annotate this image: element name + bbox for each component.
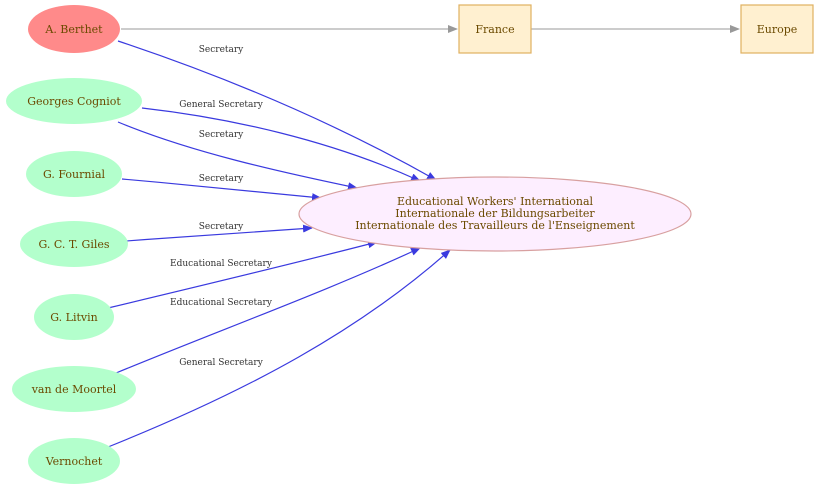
edge-giles-center <box>125 224 313 242</box>
center-line-2: Internationale der Bildungsarbeiter <box>395 207 595 220</box>
center-line-3: Internationale des Travailleurs de l'Ens… <box>355 219 635 232</box>
node-giles[interactable]: G. C. T. Giles <box>20 221 128 267</box>
node-litvin[interactable]: G. Litvin <box>34 294 114 340</box>
edge-label-vernochet: General Secretary <box>179 358 263 368</box>
edge-label-moortel: Educational Secretary <box>170 298 273 308</box>
node-europe[interactable]: Europe <box>740 4 814 54</box>
edge-label-cogniot-2: Secretary <box>199 130 244 140</box>
edge-vernochet-center <box>107 249 451 448</box>
edge-label-cogniot-1: General Secretary <box>179 100 263 110</box>
edge-berthet-center <box>117 40 437 181</box>
edge-label-berthet: Secretary <box>199 45 244 55</box>
node-moortel[interactable]: van de Moortel <box>12 366 136 412</box>
edge-cogniot-center-2 <box>117 121 358 191</box>
svg-text:G. C. T. Giles: G. C. T. Giles <box>38 238 109 251</box>
center-line-1: Educational Workers' International <box>397 195 594 208</box>
svg-text:Europe: Europe <box>757 23 798 36</box>
svg-text:Vernochet: Vernochet <box>45 455 103 468</box>
svg-text:Georges Cogniot: Georges Cogniot <box>27 95 121 108</box>
node-cogniot[interactable]: Georges Cogniot <box>6 78 142 124</box>
edge-label-fournial: Secretary <box>199 174 244 184</box>
edge-fournial-center <box>121 178 322 202</box>
edge-litvin-center <box>107 240 378 309</box>
edge-cogniot-center-1 <box>141 107 421 182</box>
svg-text:A. Berthet: A. Berthet <box>44 23 103 36</box>
node-fournial[interactable]: G. Fournial <box>26 151 122 197</box>
svg-text:van de Moortel: van de Moortel <box>31 383 117 396</box>
edge-label-giles: Secretary <box>199 222 244 232</box>
node-france[interactable]: France <box>458 4 532 54</box>
node-center[interactable]: Educational Workers' International Inter… <box>298 176 692 252</box>
svg-text:G. Fournial: G. Fournial <box>43 168 106 181</box>
edge-label-litvin: Educational Secretary <box>170 259 273 269</box>
svg-text:G. Litvin: G. Litvin <box>50 311 97 324</box>
node-vernochet[interactable]: Vernochet <box>28 438 120 484</box>
edge-moortel-center <box>115 247 421 374</box>
node-berthet[interactable]: A. Berthet <box>28 5 120 53</box>
svg-text:France: France <box>475 23 514 36</box>
